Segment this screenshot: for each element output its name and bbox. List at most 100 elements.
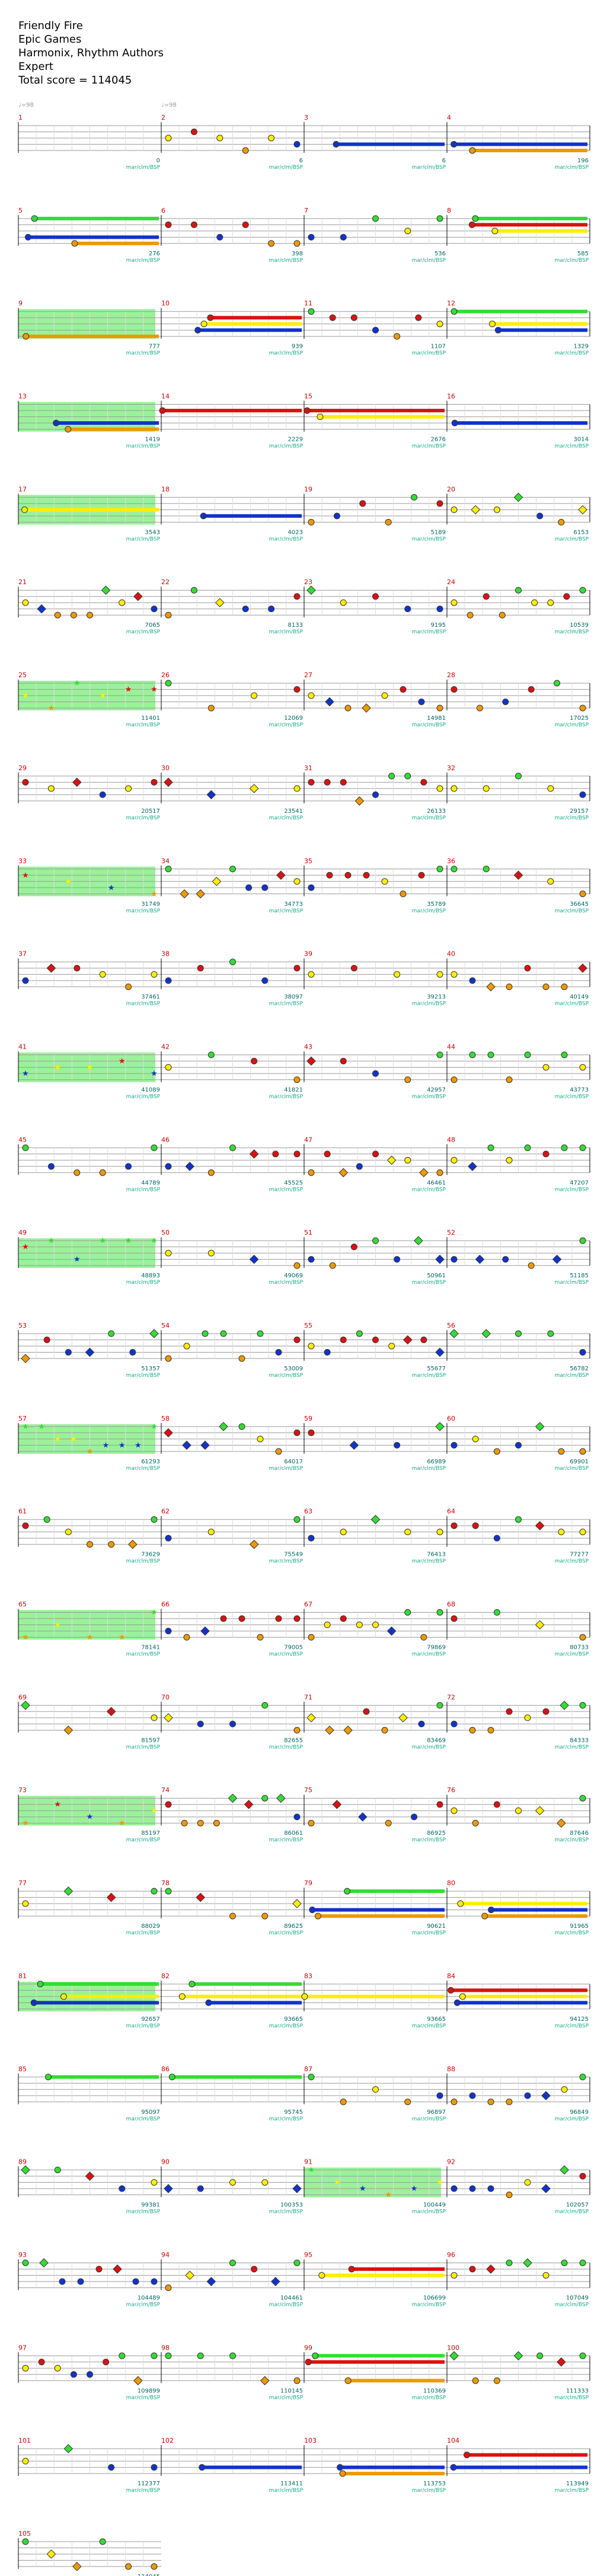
measure-number: 15 bbox=[304, 393, 312, 401]
measure-meta: mar/clm/BSP bbox=[412, 536, 446, 542]
measure-score: 7065 bbox=[145, 622, 160, 629]
measure-score: 41821 bbox=[284, 1087, 303, 1093]
note bbox=[493, 1609, 500, 1616]
measure-number: 35 bbox=[304, 857, 312, 865]
measure-number: 104 bbox=[447, 2437, 459, 2444]
measure-meta: mar/clm/BSP bbox=[412, 258, 446, 264]
measure-number: 75 bbox=[304, 1786, 312, 1794]
hopo-note bbox=[557, 1818, 566, 1828]
measure-number: 55 bbox=[304, 1322, 312, 1329]
note bbox=[293, 1076, 301, 1083]
measure-meta: mar/clm/BSP bbox=[269, 2116, 304, 2122]
measure-meta: mar/clm/BSP bbox=[412, 1001, 446, 1007]
measure-number: 97 bbox=[18, 2344, 27, 2351]
measure-meta: mar/clm/BSP bbox=[555, 536, 589, 542]
note bbox=[23, 333, 30, 340]
note bbox=[476, 704, 483, 712]
measure-meta: mar/clm/BSP bbox=[412, 1094, 446, 1100]
note bbox=[451, 1720, 458, 1728]
note bbox=[450, 2464, 457, 2471]
note bbox=[275, 1448, 282, 1455]
note bbox=[229, 1720, 236, 1728]
measure-number: 102 bbox=[161, 2437, 174, 2444]
star-note: ★ bbox=[87, 1813, 94, 1822]
note bbox=[275, 1615, 282, 1622]
measure-score: 104489 bbox=[138, 2295, 160, 2301]
note bbox=[293, 2377, 301, 2384]
note bbox=[356, 1330, 363, 1337]
hopo-note bbox=[414, 1236, 423, 1245]
measure-meta: mar/clm/BSP bbox=[412, 2395, 446, 2401]
hopo-note bbox=[486, 982, 496, 992]
hopo-note bbox=[535, 1521, 545, 1530]
hopo-note bbox=[402, 1335, 413, 1345]
note bbox=[561, 2086, 568, 2093]
note bbox=[165, 1627, 172, 1635]
note bbox=[220, 1615, 227, 1622]
measure-score: 35789 bbox=[427, 901, 446, 908]
note bbox=[268, 134, 275, 142]
note bbox=[436, 1529, 443, 1536]
note bbox=[483, 593, 490, 600]
hopo-note bbox=[513, 870, 523, 880]
measure-meta: mar/clm/BSP bbox=[269, 1094, 304, 1100]
note bbox=[579, 2352, 586, 2359]
measure-score: 86925 bbox=[427, 1830, 446, 1837]
note bbox=[411, 1814, 418, 1821]
measure-meta: mar/clm/BSP bbox=[412, 1466, 446, 1472]
star-note: ★ bbox=[87, 1633, 94, 1642]
measure-score: 2229 bbox=[288, 437, 303, 443]
measure-number: 84 bbox=[447, 1972, 455, 1980]
note bbox=[318, 2271, 325, 2279]
note bbox=[324, 1151, 331, 1158]
note bbox=[388, 1343, 395, 1350]
note bbox=[275, 1349, 282, 1356]
measure-score: 76413 bbox=[427, 1552, 446, 1558]
note bbox=[99, 1169, 106, 1176]
star-note: ★ bbox=[125, 1236, 132, 1245]
measure-number: 92 bbox=[447, 2158, 455, 2166]
measure-meta: mar/clm/BSP bbox=[412, 722, 446, 728]
note bbox=[451, 1615, 458, 1622]
measure-number: 77 bbox=[18, 1879, 27, 1887]
measure-score: 75549 bbox=[284, 1552, 303, 1558]
measure-number: 21 bbox=[18, 578, 27, 586]
measure-score: 113753 bbox=[423, 2481, 446, 2487]
measure-score: 38097 bbox=[284, 994, 303, 1001]
song-title: Friendly Fire bbox=[18, 20, 83, 32]
note bbox=[103, 2359, 110, 2366]
measure-number: 36 bbox=[447, 857, 455, 865]
note bbox=[125, 1163, 132, 1170]
measure-meta: mar/clm/BSP bbox=[555, 1373, 589, 1379]
hopo-note bbox=[435, 1422, 445, 1431]
note bbox=[459, 1993, 466, 2000]
note bbox=[350, 965, 357, 972]
hopo-note bbox=[338, 1168, 349, 1178]
hopo-note bbox=[306, 1056, 316, 1066]
measure-number: 22 bbox=[161, 578, 170, 586]
measure-meta: mar/clm/BSP bbox=[126, 1930, 161, 1936]
measure-meta: mar/clm/BSP bbox=[126, 1373, 161, 1379]
hopo-note bbox=[306, 1713, 316, 1723]
note bbox=[411, 494, 418, 501]
note bbox=[469, 2092, 476, 2099]
note bbox=[43, 1516, 50, 1523]
measure-number: 34 bbox=[161, 857, 170, 865]
note bbox=[261, 1702, 269, 1709]
note bbox=[151, 605, 158, 613]
note bbox=[229, 2352, 236, 2359]
hopo-note bbox=[39, 2258, 49, 2268]
measure-meta: mar/clm/BSP bbox=[126, 1187, 161, 1193]
star-note: ★ bbox=[74, 679, 81, 688]
hopo-note bbox=[435, 1254, 445, 1264]
note bbox=[554, 680, 561, 687]
note bbox=[200, 512, 207, 520]
note bbox=[469, 1051, 476, 1058]
measure-meta: mar/clm/BSP bbox=[412, 444, 446, 450]
measure-score: 5189 bbox=[431, 529, 446, 536]
note bbox=[493, 506, 500, 513]
note bbox=[165, 611, 172, 619]
measure-number: 3 bbox=[304, 114, 308, 121]
hopo-note bbox=[149, 1329, 159, 1338]
note bbox=[506, 1076, 513, 1083]
